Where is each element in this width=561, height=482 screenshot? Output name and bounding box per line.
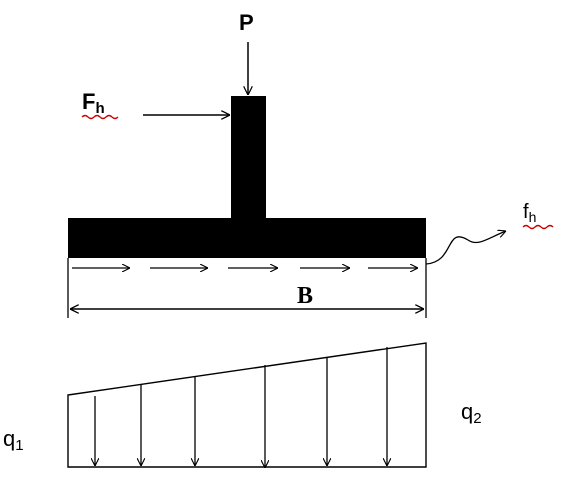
label-q2: q2 — [461, 399, 482, 427]
pressure-distribution-outline — [67, 342, 427, 468]
base-friction-curved-arrow-icon — [425, 231, 506, 265]
footing-slab — [68, 218, 426, 258]
width-dimension — [67, 258, 427, 318]
column-stem — [231, 96, 266, 220]
spellcheck-underline-fh — [522, 224, 554, 230]
pressure-arrows — [95, 347, 387, 468]
label-P: P — [239, 10, 254, 35]
label-q1: q1 — [3, 426, 24, 454]
label-Fh: Fh — [82, 89, 105, 117]
label-fh: fh — [523, 201, 536, 225]
spellcheck-underline-Fh — [81, 114, 119, 120]
label-B: B — [297, 283, 313, 309]
